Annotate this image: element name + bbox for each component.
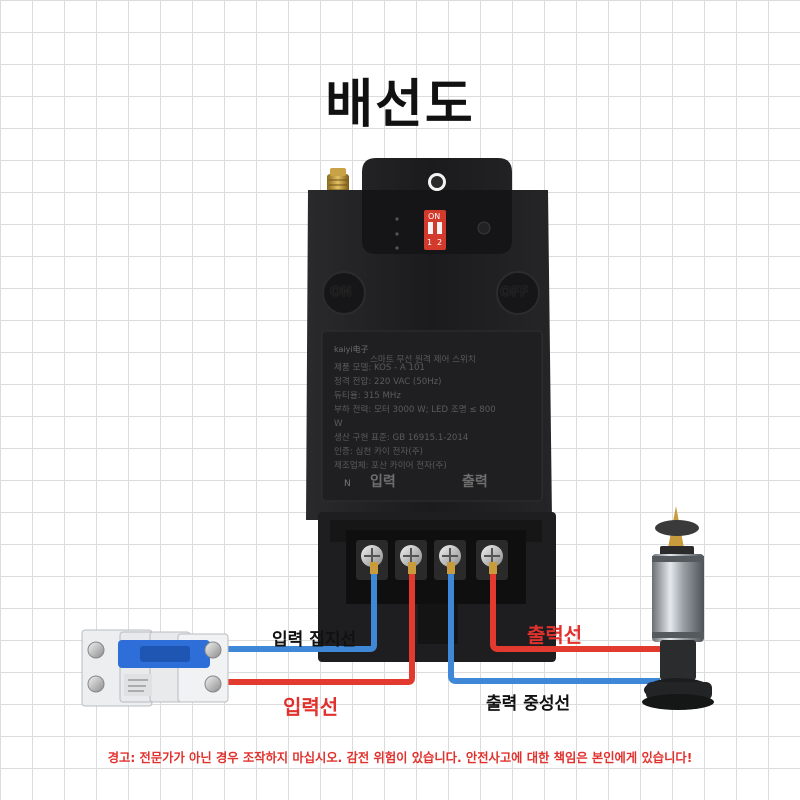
brand-logo: kaiyi电子	[334, 345, 369, 354]
plate-title: 스마트 무선 원격 제어 스위치	[370, 355, 476, 365]
terminal-screw-2	[395, 540, 427, 580]
plate-line: 인증: 심천 카이 전자(주)	[334, 447, 423, 457]
label-plate	[321, 330, 543, 502]
circuit-breaker	[81, 629, 229, 707]
pump-image	[642, 506, 714, 710]
plate-input-label: 입력	[370, 474, 396, 490]
input-line-wire	[228, 568, 415, 685]
switch-body	[306, 158, 552, 520]
terminal-screw-4	[476, 540, 508, 580]
off-label: OFF	[500, 285, 529, 300]
plate-line: 제조업체: 포산 카이어 전자(주)	[334, 461, 447, 471]
dip-switch[interactable]	[424, 210, 446, 250]
output-line-label: 출력선	[527, 623, 583, 647]
dip-pos-2: 2	[437, 238, 443, 247]
output-neutral-wire	[448, 568, 660, 684]
plate-output-label: 출력	[462, 474, 488, 490]
input-ground-label: 입력 접지선	[272, 630, 357, 650]
off-button[interactable]	[496, 271, 540, 315]
plate-line: W	[334, 419, 343, 429]
plate-line: 제품 모델: KOS - A 101	[334, 363, 425, 373]
plate-line: 생산 구현 표준: GB 16915.1-2014	[334, 433, 469, 443]
wires	[228, 562, 660, 685]
input-ground-wire	[228, 568, 377, 652]
dip-on-label: ON	[428, 212, 441, 221]
plate-lines: 제품 모델: KOS - A 101 정격 전압: 220 VAC (50Hz)…	[334, 361, 496, 473]
output-neutral-label: 출력 중성선	[486, 694, 571, 714]
plate-line: 부하 전력: 모터 3000 W; LED 조명 ≤ 800	[334, 405, 496, 415]
page-title: 배선도	[325, 75, 475, 135]
terminal-screw-3	[434, 540, 466, 580]
dip-pos-1: 1	[427, 238, 433, 247]
plate-line: 듀티율: 315 MHz	[334, 391, 401, 401]
plate-n-mark: N	[344, 479, 351, 489]
warning-text: 경고: 전문가가 아닌 경우 조작하지 마십시오. 감전 위험이 있습니다. 안…	[107, 751, 693, 765]
input-line-label: 입력선	[283, 695, 339, 719]
on-label: ON	[330, 285, 352, 300]
output-line-wire	[490, 568, 660, 652]
on-button[interactable]	[322, 271, 366, 315]
spec-plate: kaiyi电子 스마트 무선 원격 제어 스위치 제품 모델: KOS - A …	[322, 331, 542, 501]
plate-line: 정격 전압: 220 VAC (50Hz)	[334, 377, 442, 387]
terminal-screw-1	[356, 540, 388, 580]
